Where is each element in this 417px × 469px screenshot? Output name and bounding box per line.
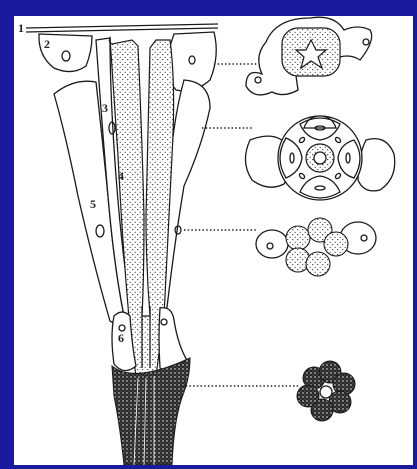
surface-line (26, 24, 218, 32)
label-1: 1 (18, 21, 24, 35)
label-5: 5 (90, 197, 96, 211)
cross-section-3 (256, 218, 376, 276)
cross-section-4 (297, 361, 355, 421)
dark-base (112, 358, 190, 465)
label-4: 4 (118, 169, 124, 183)
anatomical-diagram: 1 2 3 4 5 6 (14, 16, 413, 465)
cross-section-1 (246, 17, 372, 95)
figure-panel: 1 2 3 4 5 6 (14, 16, 413, 465)
label-3: 3 (102, 101, 108, 115)
label-6: 6 (118, 331, 124, 345)
cross-section-2 (245, 116, 394, 200)
label-2: 2 (44, 37, 50, 51)
